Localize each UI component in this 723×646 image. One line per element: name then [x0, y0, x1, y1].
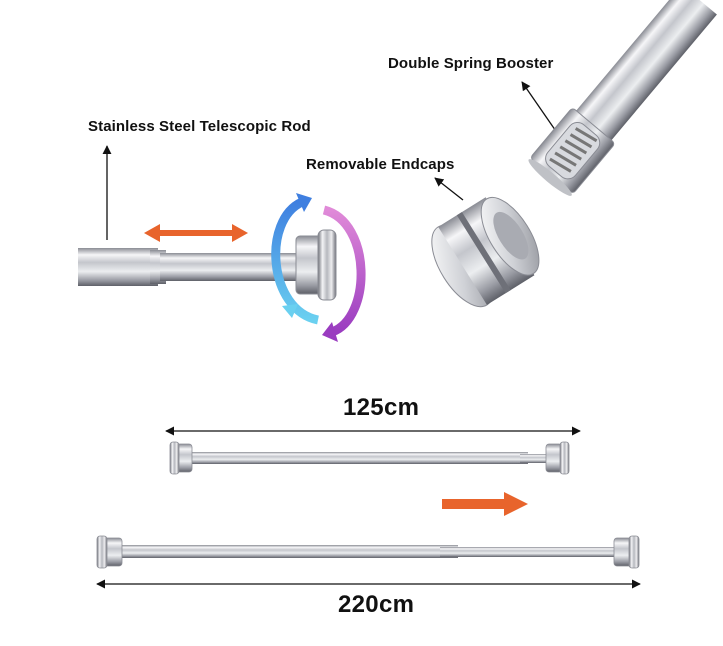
long-length-label: 220cm — [338, 591, 415, 618]
booster-callout-leader — [521, 81, 561, 138]
endcaps-callout-label: Removable Endcaps — [306, 156, 455, 173]
rod-callout-label: Stainless Steel Telescopic Rod — [88, 118, 311, 135]
booster-callout-label: Double Spring Booster — [388, 55, 554, 72]
rod-retracted — [169, 441, 570, 475]
arrow-right-icon — [442, 492, 528, 516]
spring-coil — [549, 127, 598, 173]
rotate-arrows-icon — [271, 193, 366, 342]
telescopic-rod-closeup — [78, 229, 337, 301]
short-length-label: 125cm — [343, 394, 420, 421]
removable-endcap — [431, 196, 540, 308]
spring-booster-tube — [528, 0, 717, 196]
endcaps-callout-leader — [434, 177, 464, 201]
rod-extended — [96, 535, 640, 569]
double-arrow-icon — [144, 224, 248, 242]
